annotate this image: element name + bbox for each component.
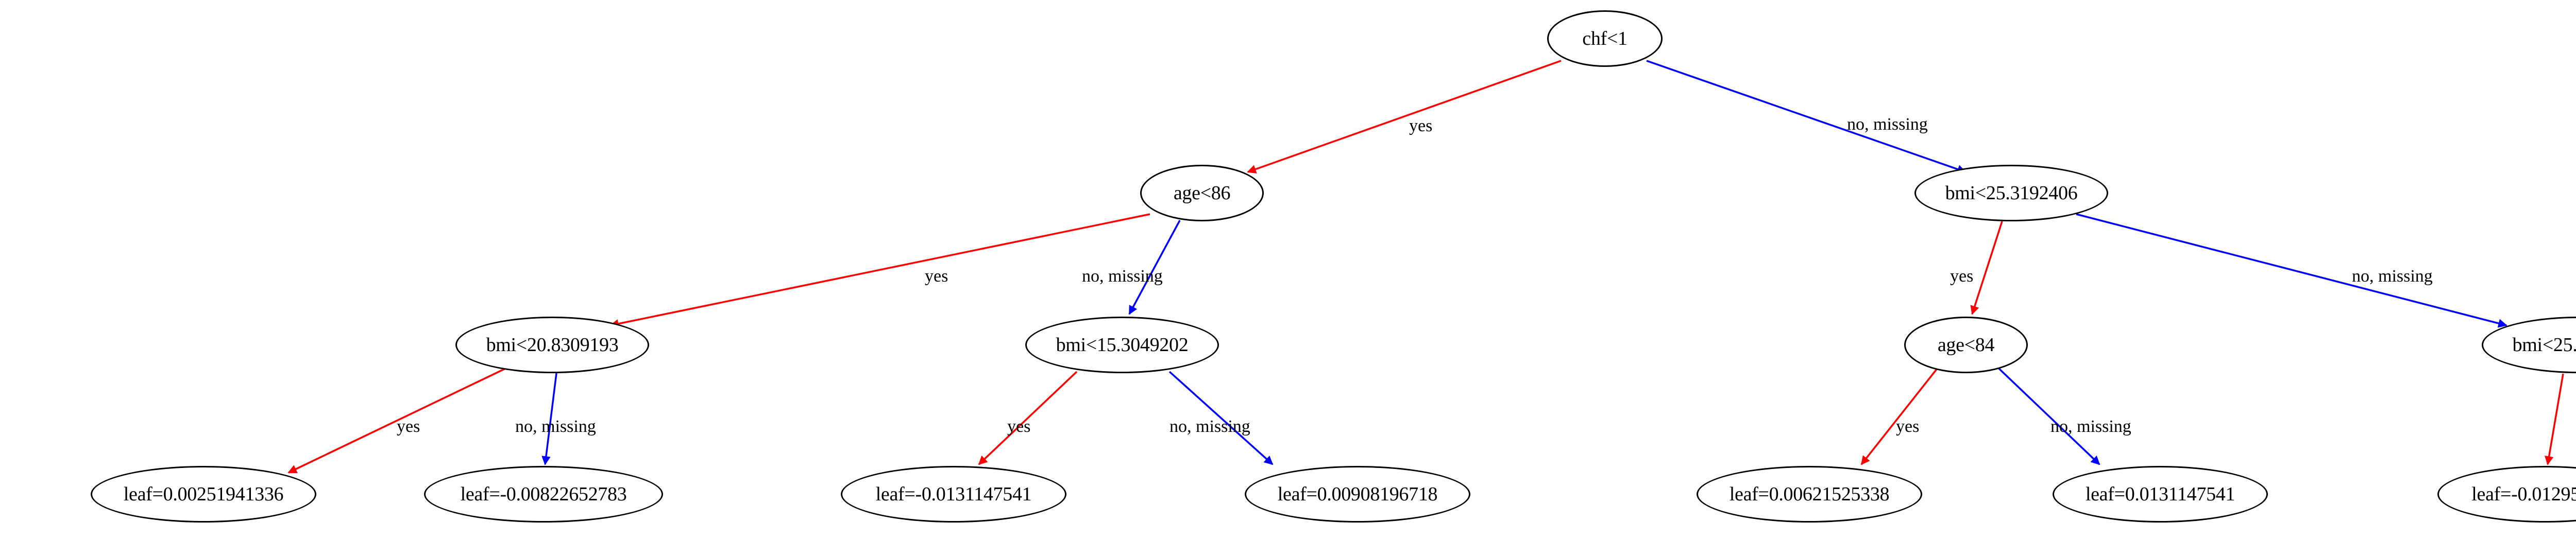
edge-n3-to-l1-yes bbox=[287, 367, 508, 474]
edge-label-n5-no: no, missing bbox=[2050, 417, 2131, 436]
node-label: leaf=0.00908196718 bbox=[1277, 483, 1438, 505]
leaf-node-l1[interactable]: leaf=0.00251941336 bbox=[91, 466, 316, 523]
node-label: leaf=-0.0131147541 bbox=[875, 483, 1032, 505]
edge-n0-to-n1-yes bbox=[1247, 60, 1562, 173]
node-label: age<86 bbox=[1173, 182, 1231, 204]
edge-label-n5-yes: yes bbox=[1896, 417, 1920, 436]
edge-n2-to-n5-yes bbox=[1970, 221, 2003, 315]
edge-n5-to-l6-no bbox=[1998, 368, 2100, 465]
edge-n5-to-l5-yes bbox=[1860, 368, 1938, 465]
edge-n0-to-n2-no bbox=[1646, 60, 1967, 174]
leaf-node-l5[interactable]: leaf=0.00621525338 bbox=[1697, 466, 1922, 523]
node-label: bmi<25.8431492 bbox=[2512, 334, 2576, 356]
edge-n1-to-n3-yes bbox=[609, 213, 1150, 328]
leaf-node-l2[interactable]: leaf=-0.00822652783 bbox=[424, 466, 663, 523]
node-label: chf<1 bbox=[1582, 28, 1628, 49]
edge-label-n0-no: no, missing bbox=[1847, 115, 1928, 134]
split-node-n4[interactable]: bmi<15.3049202 bbox=[1025, 317, 1219, 373]
edge-label-n1-yes: yes bbox=[925, 267, 948, 286]
node-label: leaf=-0.00822652783 bbox=[460, 483, 627, 505]
split-node-n1[interactable]: age<86 bbox=[1140, 165, 1264, 221]
node-label: leaf=0.0131147541 bbox=[2085, 483, 2235, 505]
leaf-node-l3[interactable]: leaf=-0.0131147541 bbox=[841, 466, 1066, 523]
node-label: leaf=0.00621525338 bbox=[1729, 483, 1890, 505]
edge-label-n3-yes: yes bbox=[397, 417, 420, 436]
leaf-node-l7[interactable]: leaf=-0.012950819 bbox=[2437, 466, 2576, 523]
node-label: bmi<20.8309193 bbox=[486, 334, 619, 356]
edge-n6-to-l7-yes bbox=[2545, 373, 2564, 465]
edge-label-n3-no: no, missing bbox=[515, 417, 596, 436]
split-node-n0[interactable]: chf<1 bbox=[1547, 10, 1663, 67]
split-node-n5[interactable]: age<84 bbox=[1904, 317, 2028, 373]
node-label: bmi<15.3049202 bbox=[1056, 334, 1189, 356]
edge-n4-to-l3-yes bbox=[978, 371, 1078, 465]
split-node-n6[interactable]: bmi<25.8431492 bbox=[2482, 317, 2576, 373]
node-label: age<84 bbox=[1937, 334, 1995, 356]
node-label: leaf=0.00251941336 bbox=[123, 483, 284, 505]
leaf-node-l4[interactable]: leaf=0.00908196718 bbox=[1245, 466, 1470, 523]
edge-label-n1-no: no, missing bbox=[1082, 267, 1163, 286]
split-node-n2[interactable]: bmi<25.3192406 bbox=[1914, 165, 2108, 221]
node-label: bmi<25.3192406 bbox=[1945, 182, 2078, 204]
edge-n2-to-n6-no bbox=[2076, 213, 2507, 328]
edge-n1-to-n4-no bbox=[1128, 220, 1181, 315]
edge-label-n2-no: no, missing bbox=[2352, 267, 2433, 286]
edge-label-n4-no: no, missing bbox=[1170, 417, 1250, 436]
leaf-node-l6[interactable]: leaf=0.0131147541 bbox=[2053, 466, 2268, 523]
edge-n3-to-l2-no bbox=[541, 373, 557, 465]
edge-label-n0-yes: yes bbox=[1409, 116, 1433, 135]
edge-label-n2-yes: yes bbox=[1950, 267, 1974, 286]
edge-label-n4-yes: yes bbox=[1007, 417, 1031, 436]
edge-n4-to-l4-no bbox=[1168, 371, 1274, 465]
node-label: leaf=-0.012950819 bbox=[2471, 483, 2576, 505]
split-node-n3[interactable]: bmi<20.8309193 bbox=[455, 317, 649, 373]
